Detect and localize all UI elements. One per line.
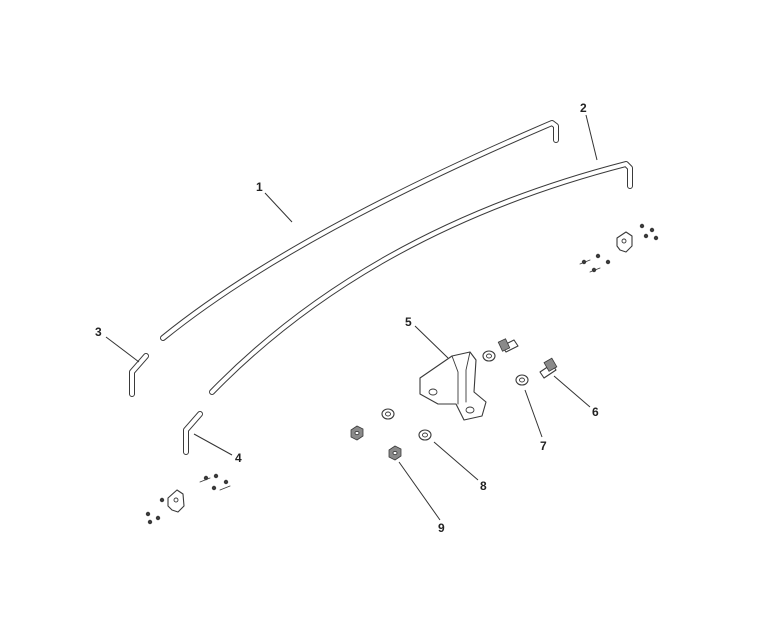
part-1-curved-rod: [160, 120, 559, 341]
leader-2: [585, 114, 598, 161]
nut-left: [350, 425, 364, 441]
callout-8: 8: [480, 479, 487, 493]
callout-3: 3: [95, 325, 102, 339]
leader-3: [105, 336, 140, 363]
leader-9: [398, 461, 441, 521]
part-3-bent-rod: [129, 353, 149, 397]
callout-7: 7: [540, 439, 547, 453]
part-7-washer: [515, 374, 529, 386]
washer-lower-left: [381, 408, 395, 420]
bracket-hole-left: [428, 388, 438, 396]
leader-1: [264, 192, 293, 223]
clip-cluster-upper-right: [579, 223, 659, 273]
leader-4: [193, 433, 233, 456]
leader-7: [524, 389, 543, 438]
part-6-bolt: [539, 357, 558, 379]
callout-9: 9: [438, 521, 445, 535]
leader-6: [553, 375, 591, 408]
part-4-bent-rod: [183, 411, 203, 455]
callout-2: 2: [580, 101, 587, 115]
bracket-hole-right: [465, 406, 475, 414]
part-9-nut: [388, 445, 402, 461]
part-5-bracket: [419, 351, 487, 421]
callout-1: 1: [256, 180, 263, 194]
part-2-curved-rod: [209, 161, 633, 395]
bolt-upper: [497, 338, 519, 353]
callout-6: 6: [592, 405, 599, 419]
part-8-washer: [418, 429, 432, 441]
leader-5: [414, 325, 449, 359]
callout-5: 5: [405, 315, 412, 329]
clip-cluster-lower-left: [145, 473, 231, 525]
leader-8: [433, 441, 479, 481]
washer-upper: [482, 350, 496, 362]
callout-4: 4: [235, 451, 242, 465]
